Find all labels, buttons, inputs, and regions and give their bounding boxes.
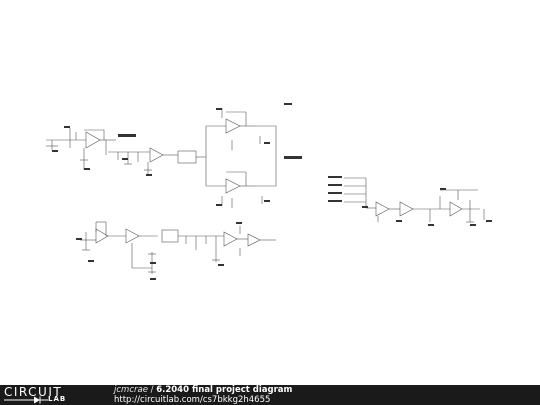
author-name[interactable]: jcmcrae	[114, 385, 148, 395]
opamp-7	[223, 231, 238, 247]
diagram-url[interactable]: http://circuitlab.com/cs7bkkg2h4655	[114, 395, 271, 405]
schematic-canvas	[46, 103, 492, 280]
logo-text-circuit: CIRCUIT	[4, 385, 63, 399]
footer-bar: CIRCUIT LAB jcmcrae / 6.2040 final proje…	[0, 385, 540, 405]
label-blocks	[52, 103, 492, 280]
diode-icon	[4, 396, 48, 404]
diagram-byline: jcmcrae / 6.2040 final project diagram	[114, 385, 292, 395]
opamp-1	[85, 131, 101, 149]
circuitlab-logo[interactable]: CIRCUIT LAB	[4, 385, 100, 404]
lower-left-stage	[80, 221, 198, 274]
buffer-block-2	[161, 229, 179, 243]
opamp-3	[225, 118, 241, 134]
byline-separator: /	[150, 385, 154, 395]
opamp-10	[399, 201, 414, 217]
opamp-9	[375, 201, 390, 217]
right-stage	[344, 177, 485, 223]
opamp-2	[149, 147, 164, 163]
opamp-5	[95, 228, 109, 244]
buffer-block-1	[177, 150, 197, 164]
splitter-block	[205, 108, 277, 208]
opamp-6	[125, 228, 140, 244]
input-stage-upper	[46, 128, 116, 170]
diagram-title[interactable]: 6.2040 final project diagram	[156, 385, 293, 395]
opamp-4	[225, 178, 241, 194]
logo-text-lab: LAB	[48, 395, 67, 403]
lower-middle-stage	[198, 226, 276, 262]
opamp-11	[449, 201, 463, 217]
opamp-8	[247, 233, 261, 247]
upper-chain	[108, 147, 206, 174]
